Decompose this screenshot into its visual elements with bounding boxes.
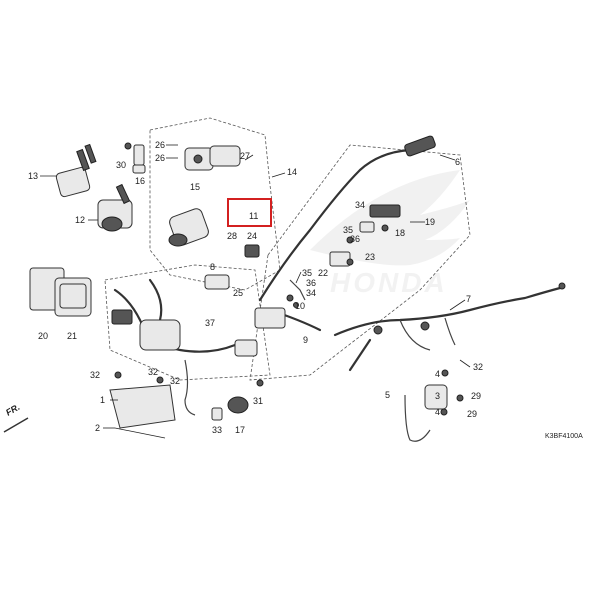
part-33-17-31 [211,379,264,421]
callout-3: 3 [435,391,440,401]
front-arrow: FR. [3,402,29,433]
callout-34a: 34 [355,200,365,210]
callout-36b: 36 [306,278,316,288]
callout-32c: 32 [170,376,180,386]
part-30-16 [124,142,146,174]
callout-28: 28 [227,231,237,241]
callout-9: 9 [303,335,308,345]
callout-31: 31 [253,396,263,406]
watermark-text: HONDA [330,267,448,298]
callout-1: 1 [100,395,105,405]
honda-wing-watermark: HONDA [310,170,470,298]
callout-25: 25 [233,288,243,298]
part-harness-left [111,278,237,416]
callout-27: 27 [240,151,250,161]
callout-35a: 35 [343,225,353,235]
callout-6: 6 [455,157,460,167]
callout-17: 17 [235,425,245,435]
callout-22: 22 [318,268,328,278]
callout-12: 12 [75,215,85,225]
callout-26a: 26 [155,140,165,150]
callout-20: 20 [38,331,48,341]
callout-26b: 26 [155,153,165,163]
callout-2: 2 [95,423,100,433]
part-19-cluster [346,204,401,244]
callout-30: 30 [116,160,126,170]
callout-37: 37 [205,318,215,328]
group-box-ecu [104,264,271,381]
callout-21: 21 [67,331,77,341]
part-13-switch [55,143,97,198]
group-box-switches [149,117,281,291]
part-12-key-switch [97,183,133,232]
group-box-harness [249,144,471,381]
part-24-relay [204,244,260,290]
callout-labels: 13 12 30 16 26 26 15 27 14 11 28 24 8 25… [28,140,483,435]
part-1-2-bracket [109,371,176,439]
part-22-23 [329,251,354,267]
callout-33: 33 [212,425,222,435]
callout-24: 24 [247,231,257,241]
callout-16: 16 [135,176,145,186]
callout-15: 15 [190,182,200,192]
callout-18: 18 [395,228,405,238]
part-11-switch [168,208,209,247]
callout-4a: 4 [435,369,440,379]
callout-29b: 29 [467,409,477,419]
callout-36a: 36 [350,234,360,244]
callout-5: 5 [385,390,390,400]
diagram-code: K3BF4100A [545,433,583,440]
callout-7: 7 [466,294,471,304]
callout-32a: 32 [90,370,100,380]
callout-14: 14 [287,167,297,177]
callout-34b: 34 [306,288,316,298]
callout-11: 11 [249,211,258,221]
callout-32d: 32 [473,362,483,372]
callout-4b: 4 [435,407,440,417]
callout-13: 13 [28,171,38,181]
callout-8: 8 [210,262,215,272]
callout-29a: 29 [471,391,481,401]
part-7-harness [333,282,566,372]
callout-23: 23 [365,252,375,262]
leader-lines [40,144,471,429]
part-3-4-5 [404,369,464,442]
part-20-21 [29,267,92,317]
part-11-highlight-box [227,198,272,227]
front-label: FR. [4,402,22,418]
callout-10: 10 [295,301,305,311]
callout-35b: 35 [302,268,312,278]
part-15-switch [184,145,241,171]
part-6-main-harness [234,135,436,357]
callout-32b: 32 [148,367,158,377]
callout-19: 19 [425,217,435,227]
